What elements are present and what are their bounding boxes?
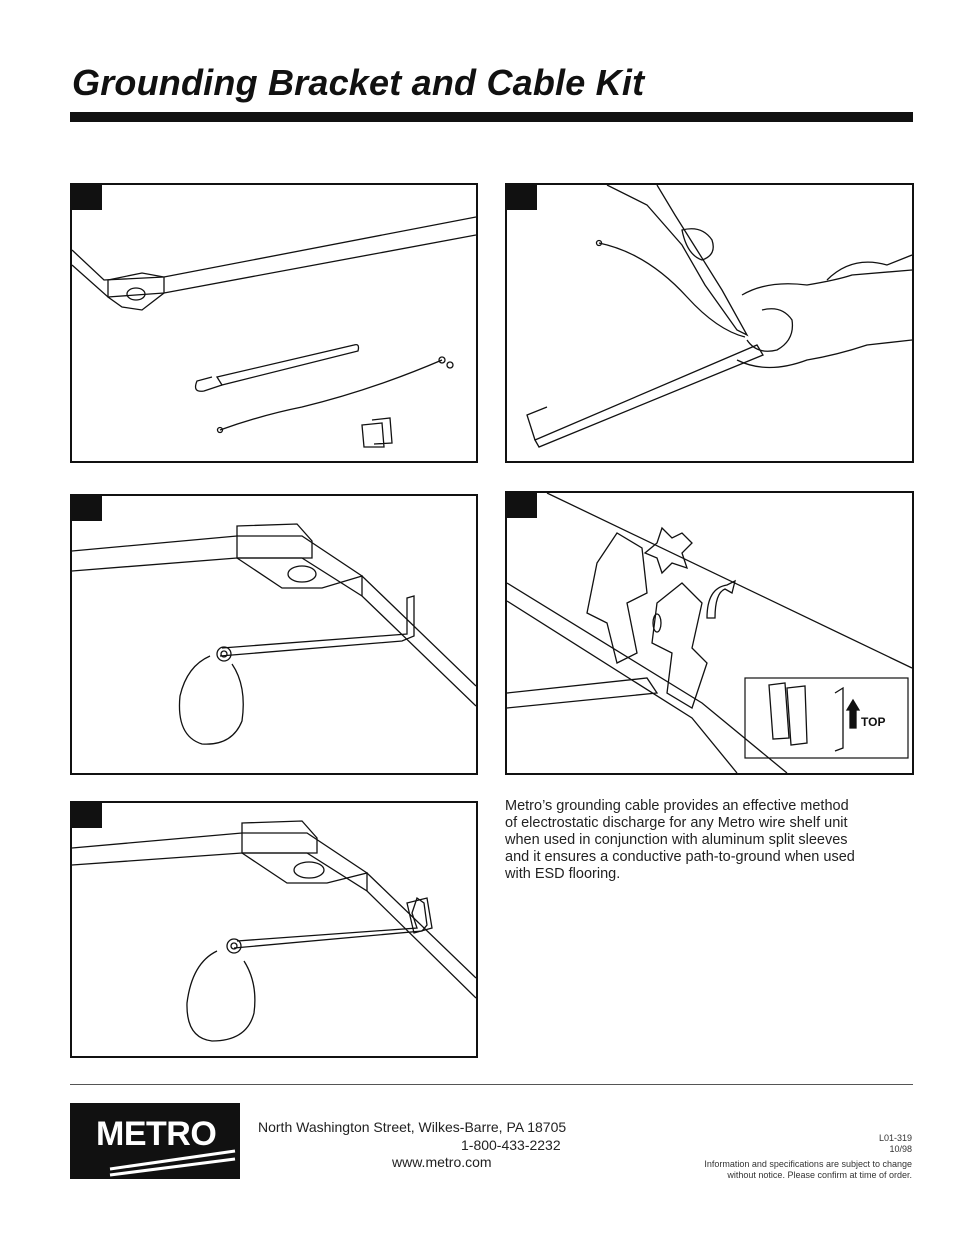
- title-rule: [70, 112, 913, 122]
- step-4-illustration: [507, 493, 912, 773]
- disclaimer-line: Information and specifications are subje…: [704, 1159, 912, 1169]
- step-1-tab: [72, 185, 102, 210]
- description-line: when used in conjunction with aluminum s…: [505, 832, 848, 848]
- disclaimer: Information and specifications are subje…: [704, 1159, 912, 1181]
- doc-number-text: L01-319: [878, 1133, 912, 1143]
- top-label: TOP: [861, 715, 886, 729]
- address: North Washington Street, Wilkes-Barre, P…: [258, 1119, 567, 1135]
- step-1-panel: [70, 183, 478, 463]
- page-title: Grounding Bracket and Cable Kit: [72, 62, 645, 103]
- step-5-tab: [72, 803, 102, 828]
- logo-stripes: [109, 1149, 236, 1177]
- description: Metro’s grounding cable provides an effe…: [505, 798, 905, 883]
- step-5-illustration: [72, 820, 476, 1042]
- disclaimer-line: without notice. Please confirm at time o…: [727, 1170, 912, 1180]
- doc-date: 10/98: [889, 1144, 912, 1154]
- step-2-panel: [505, 183, 914, 463]
- doc-number: L01-319 10/98: [879, 1133, 912, 1155]
- description-line: and it ensures a conductive path-to-grou…: [505, 849, 855, 865]
- footer-rule: [70, 1084, 913, 1085]
- step-4-panel: TOP: [505, 491, 914, 775]
- description-line: of electrostatic discharge for any Metro…: [505, 815, 848, 831]
- step-4-tab: [507, 493, 537, 518]
- metro-logo: METRO: [70, 1103, 240, 1179]
- step-2-illustration: [526, 185, 912, 448]
- step-3-illustration: [72, 523, 476, 745]
- step-3-panel: [70, 494, 478, 775]
- description-line: Metro’s grounding cable provides an effe…: [505, 798, 849, 814]
- step-1-illustration: [72, 216, 476, 448]
- phone: 1-800-433-2232: [461, 1137, 561, 1153]
- description-line: with ESD flooring.: [505, 866, 621, 882]
- website: www.metro.com: [392, 1154, 492, 1170]
- step-5-panel: [70, 801, 478, 1058]
- step-2-tab: [507, 185, 537, 210]
- logo-text: METRO: [96, 1115, 217, 1153]
- step-3-tab: [72, 496, 102, 521]
